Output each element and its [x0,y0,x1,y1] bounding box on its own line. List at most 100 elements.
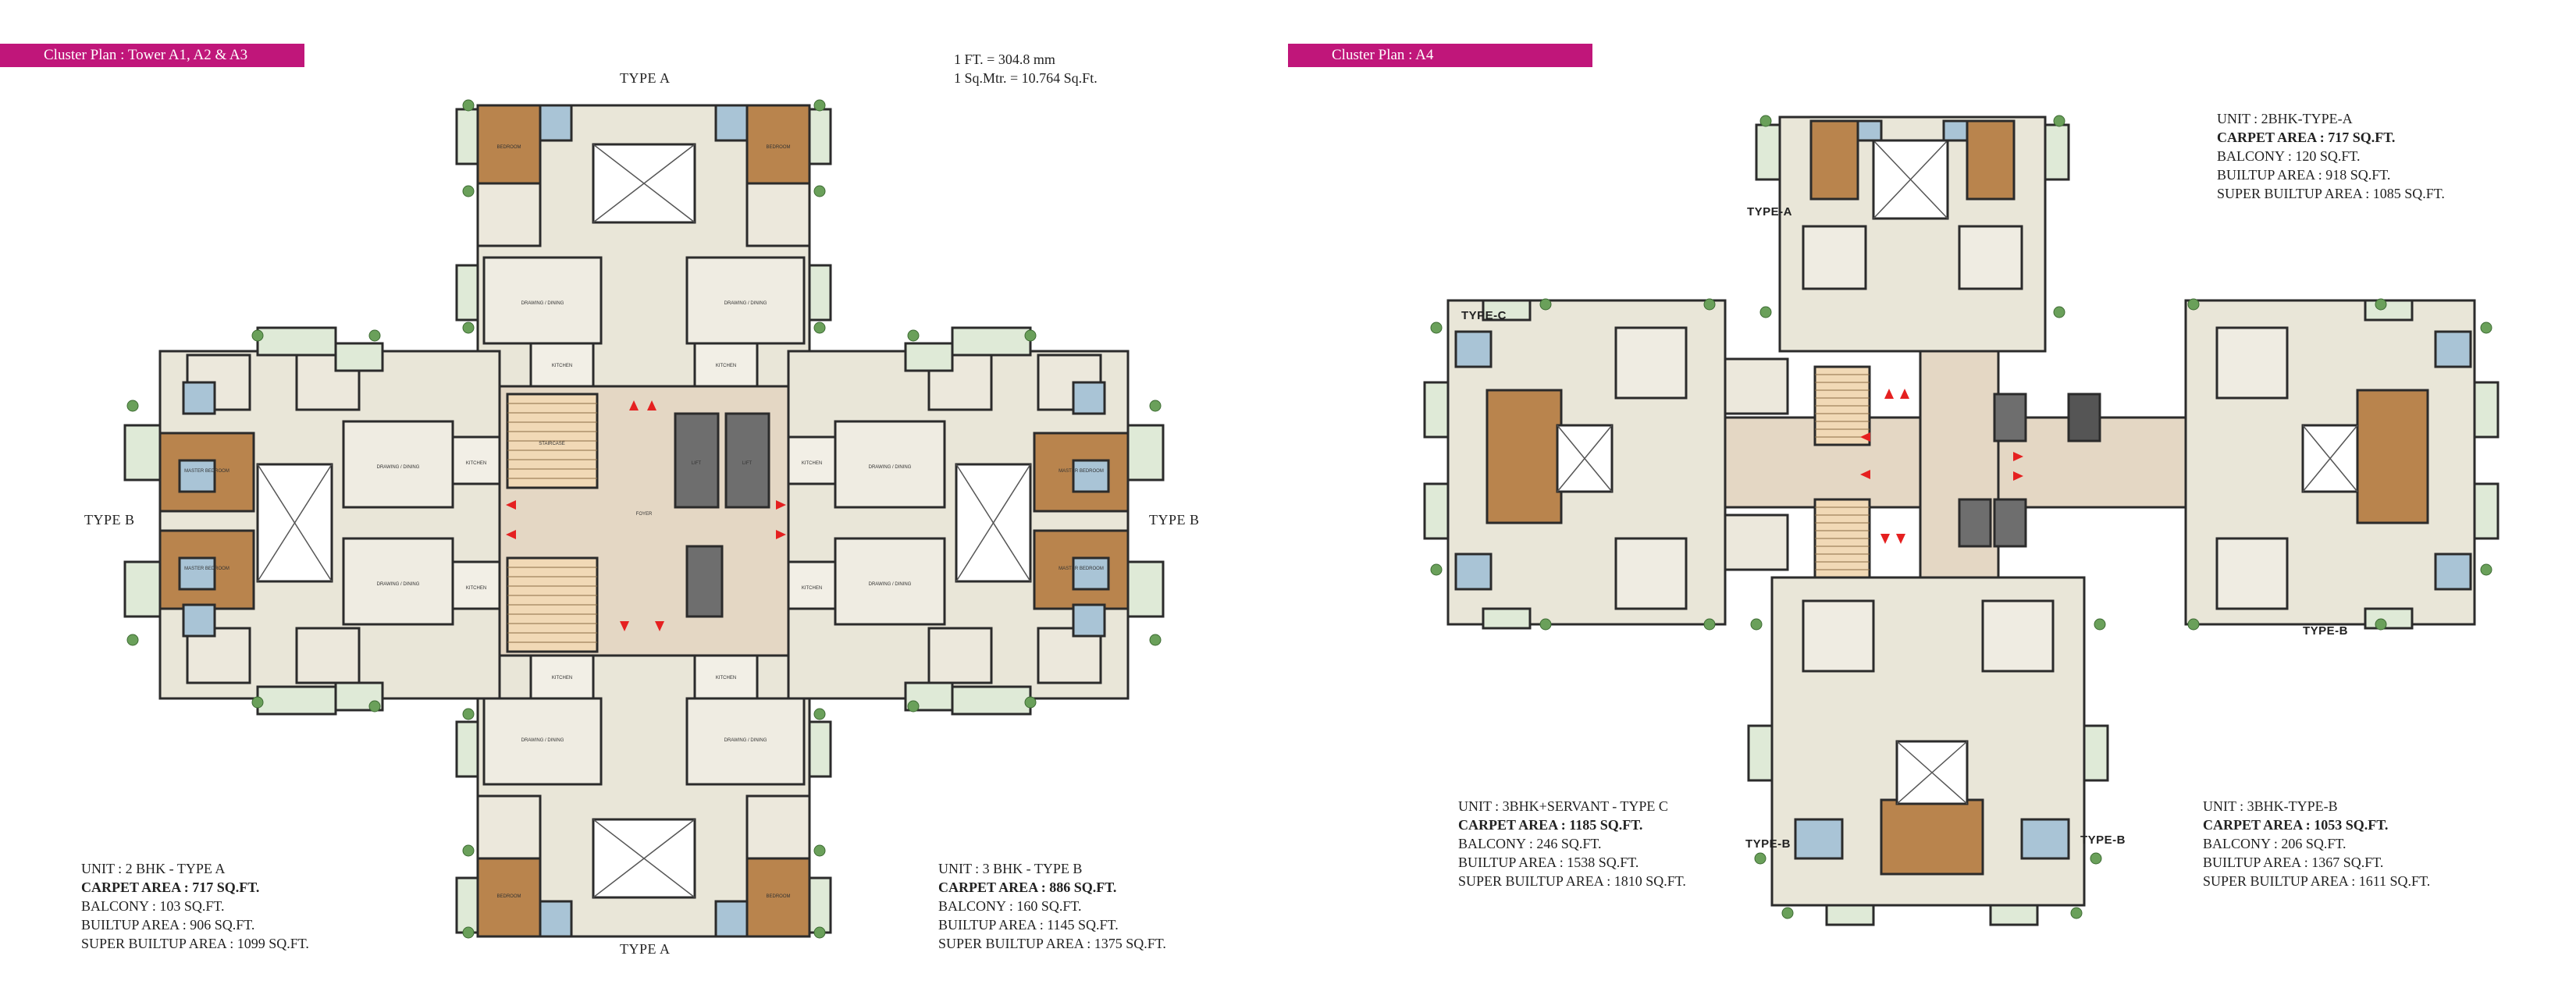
bedroom [1880,798,1984,876]
lift [685,545,724,618]
lift [1993,498,2027,548]
type-label-right: TYPE B [1149,512,1200,528]
balcony [256,326,337,357]
bedroom [745,104,811,185]
plant-icon [2053,306,2065,318]
floor-plan-right [1423,115,2500,926]
cutout-line [592,819,696,898]
cutout-line [1557,425,1613,492]
balcony [1825,904,1875,926]
cluster-plan-tower-a1-a2-a3: Cluster Plan : Tower A1, A2 & A3 1 FT. =… [0,44,1200,957]
plant-icon [1754,852,1767,865]
drawing-dining [1802,225,1867,290]
drawing-dining [2215,326,2289,400]
kitchen [693,342,759,388]
entry-arrow-icon [776,500,786,510]
toilet [1794,818,1844,860]
type-label-c: TYPE-C [1461,309,1507,322]
room-label: KITCHEN [802,586,822,591]
room-label: KITCHEN [466,586,486,591]
balcony [1423,381,1450,439]
balcony [334,681,384,712]
bedroom [745,794,811,860]
drawing-dining [685,256,806,345]
type-label-top: TYPE A [620,70,671,86]
balcony-area: BALCONY : 103 SQ.FT. [81,898,225,914]
drawing-dining [1614,537,1688,610]
balcony [951,326,1032,357]
balcony [2473,381,2500,439]
plant-icon [907,329,920,342]
balcony [1482,299,1532,322]
room-label: BEDROOM [766,894,790,899]
plant-icon [1149,634,1162,646]
unit-name: UNIT : 3BHK+SERVANT - TYPE C [1458,798,1668,814]
unit-3bhk-type-b-details: UNIT : 3BHK-TYPE-B CARPET AREA : 1053 SQ… [2203,797,2430,890]
lift [724,412,770,509]
bedroom [1485,389,1563,524]
plant-icon [2375,618,2387,631]
bedroom [745,182,811,247]
room-label: BEDROOM [766,145,790,150]
builtup-area: BUILTUP AREA : 1145 SQ.FT. [938,917,1119,933]
plant-icon [2094,618,2106,631]
drawing-dining [1614,326,1688,400]
drawing-dining [834,537,946,626]
drawing-dining [342,420,454,509]
cutout-line [2302,425,2358,492]
plant-icon [813,926,826,939]
unit-name: UNIT : 2 BHK - TYPE A [81,861,226,876]
lift [674,412,720,509]
plant-icon [2187,618,2200,631]
room-label: KITCHEN [466,461,486,466]
unit-right-type-b [2184,298,2500,631]
carpet-area: CARPET AREA : 717 SQ.FT. [81,880,260,895]
unit-3bhk-type-b-details: UNIT : 3 BHK - TYPE B CARPET AREA : 886 … [938,859,1166,953]
plant-icon [251,696,264,709]
room-label: MASTER BEDROOM [1059,469,1104,474]
balcony [256,685,337,716]
plant-icon [2090,852,2102,865]
balcony [1989,904,2039,926]
bedroom [2356,389,2429,524]
kitchen [529,342,595,388]
toilet [178,556,216,591]
room-label: DRAWING / DINING [724,738,767,743]
bedroom [745,857,811,938]
a4-cluster [1423,115,2500,926]
super-builtup-area: SUPER BUILTUP AREA : 1611 SQ.FT. [2203,873,2431,889]
type-label-left: TYPE B [84,512,135,528]
servant-room [1724,357,1789,415]
type-label-b-bottom-left: TYPE-B [1745,837,1791,851]
balcony-area: BALCONY : 160 SQ.FT. [938,898,1082,914]
type-label-a: TYPE-A [1747,205,1793,219]
plant-icon [2375,298,2387,311]
cutout-line [257,464,333,582]
toilet [1072,381,1106,415]
toilet [1072,556,1110,591]
room-label: DRAWING / DINING [869,465,912,470]
cutout-line [1873,140,1948,219]
carpet-area: CARPET AREA : 717 SQ.FT. [2217,130,2396,145]
type-label-b-bottom-right: TYPE-B [2080,833,2126,847]
plant-icon [813,844,826,857]
room-label: MASTER BEDROOM [184,469,229,474]
bedroom [927,627,993,684]
balcony [951,685,1032,716]
bedroom [476,794,542,860]
plant-icon [2480,563,2492,576]
balcony [1126,424,1165,482]
plant-icon [1539,618,1552,631]
entry-arrow-icon [1860,432,1870,442]
balcony [808,264,832,322]
kitchen [451,560,501,610]
entry-arrow-icon [655,621,664,631]
toilet [539,900,573,938]
plant-icon [1024,696,1037,709]
entry-arrow-icon [506,500,516,510]
toilet [1072,459,1110,493]
toilet [714,104,749,142]
